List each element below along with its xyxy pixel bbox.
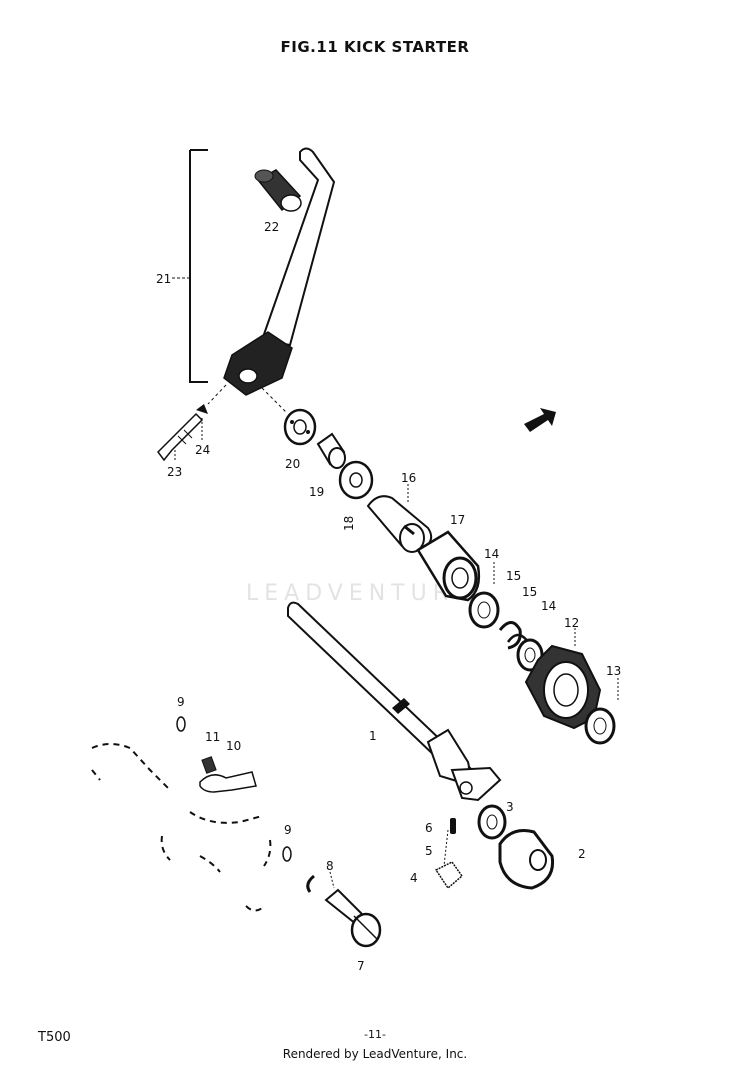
part-18-washer[interactable] xyxy=(338,460,374,500)
callout-19: 19 xyxy=(309,485,324,499)
part-9-o-ring-b[interactable] xyxy=(282,846,292,862)
callout-3: 3 xyxy=(506,800,514,814)
callout-5: 5 xyxy=(425,844,433,858)
callout-11: 11 xyxy=(205,730,220,744)
callout-14a: 14 xyxy=(484,547,499,561)
part-7-guide-bolt[interactable] xyxy=(324,888,382,948)
figure-title: FIG.11 KICK STARTER xyxy=(280,38,470,56)
part-16-spring-guide[interactable] xyxy=(366,495,433,553)
leader-lines xyxy=(174,418,619,889)
part-24-washer[interactable] xyxy=(196,404,208,414)
part-15-circlip-a[interactable] xyxy=(498,621,522,650)
part-17-spring[interactable] xyxy=(416,530,481,602)
callout-16: 16 xyxy=(401,471,416,485)
crankcase-outline xyxy=(91,743,272,912)
callout-2: 2 xyxy=(578,847,586,861)
part-20-bearing[interactable] xyxy=(283,408,317,446)
part-1-kick-starter-shaft[interactable] xyxy=(287,601,502,802)
callout-23: 23 xyxy=(167,465,182,479)
model-code: T500 xyxy=(38,1030,71,1045)
part-8-circlip[interactable] xyxy=(306,874,315,893)
part-11-screw[interactable] xyxy=(201,756,217,774)
callout-6: 6 xyxy=(425,821,433,835)
front-arrow-icon xyxy=(524,408,556,432)
callout-22: 22 xyxy=(264,220,279,234)
callout-9a: 9 xyxy=(177,695,185,709)
callout-20: 20 xyxy=(285,457,300,471)
callout-21: 21 xyxy=(156,272,171,286)
callout-18: 18 xyxy=(342,516,356,531)
callout-17: 17 xyxy=(450,513,465,527)
part-22-kick-rubber[interactable] xyxy=(254,169,302,212)
part-10-guide-bracket[interactable] xyxy=(199,771,257,793)
part-2-stopper[interactable] xyxy=(498,829,555,890)
callout-15a: 15 xyxy=(506,569,521,583)
watermark: LEADVENTURE xyxy=(246,581,474,606)
callout-14b: 14 xyxy=(541,599,556,613)
callout-10: 10 xyxy=(226,739,241,753)
callout-9b: 9 xyxy=(284,823,292,837)
callout-8: 8 xyxy=(326,859,334,873)
part-6-spring[interactable] xyxy=(450,818,456,834)
part-19-bush[interactable] xyxy=(316,432,346,469)
render-credit: Rendered by LeadVenture, Inc. xyxy=(282,1047,468,1061)
part-3-washer[interactable] xyxy=(477,804,507,840)
part-4-pawl[interactable] xyxy=(434,861,464,890)
callout-4: 4 xyxy=(410,871,418,885)
callout-24: 24 xyxy=(195,443,210,457)
part-12-kick-gear[interactable] xyxy=(524,644,602,730)
callout-13: 13 xyxy=(606,664,621,678)
part-21-kick-lever[interactable] xyxy=(172,147,336,413)
part-13-washer[interactable] xyxy=(584,707,616,745)
callout-7: 7 xyxy=(357,959,365,973)
part-9-o-ring-a[interactable] xyxy=(176,716,186,732)
callout-12: 12 xyxy=(564,616,579,630)
part-14-washer-a[interactable] xyxy=(468,591,500,629)
callout-1: 1 xyxy=(369,729,377,743)
page-number: -11- xyxy=(364,1028,386,1041)
callout-15b: 15 xyxy=(522,585,537,599)
